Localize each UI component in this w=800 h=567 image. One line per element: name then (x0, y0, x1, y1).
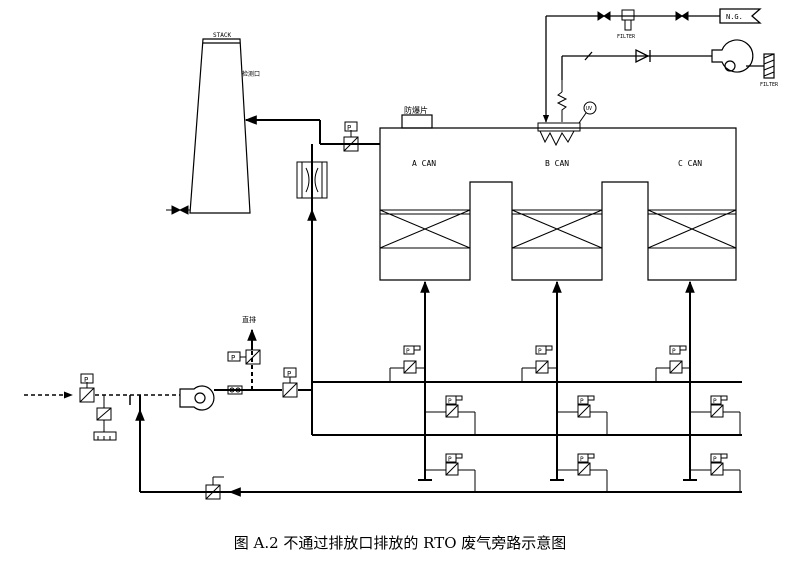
combustion-air-line (561, 48, 712, 80)
exhaust-damper (343, 121, 359, 152)
burst-disc-label: 防爆片 (404, 105, 428, 115)
media-bed-a (379, 209, 471, 249)
vent-label: 直排 (242, 315, 256, 324)
purge-valve-a (425, 453, 476, 492)
ng-valve-2 (675, 11, 689, 21)
purge-valve-b (557, 453, 608, 492)
ng-label: N.G. (726, 13, 743, 21)
media-bed-c (647, 209, 737, 249)
outlet-valve-a-p: P (448, 398, 452, 405)
outlet-valve-b-p: P (580, 398, 584, 405)
bypass-damper-p: P (287, 370, 291, 378)
can-c-label: C CAN (678, 159, 702, 168)
inlet-valve-c-p: P (672, 348, 676, 355)
inlet-damper-p: P (84, 376, 88, 384)
ng-valve-1 (597, 11, 611, 21)
vent-damper-p: P (231, 354, 235, 362)
ng-filter (621, 9, 635, 31)
return-loop (135, 395, 742, 497)
fresh-air-damper (93, 395, 117, 441)
inlet-damper (79, 373, 95, 403)
bypass-damper (282, 367, 298, 398)
return-damper (205, 476, 224, 500)
fan-outlet-line (214, 328, 312, 391)
stack-drain-valve (166, 205, 190, 215)
outlet-valve-a (425, 395, 476, 435)
stack-label: STACK (213, 32, 231, 39)
inlet-valve-b-p: P (538, 348, 542, 355)
ng-line (542, 8, 762, 123)
outlet-valve-c (690, 395, 741, 435)
can-risers (418, 280, 697, 481)
inlet-valve-c (655, 345, 690, 382)
vent-damper (227, 349, 261, 365)
rto-body (379, 114, 737, 281)
inlet-header (311, 381, 742, 436)
stack (189, 38, 251, 214)
inlet-valve-a (389, 345, 425, 382)
inlet-valve-b (521, 345, 557, 382)
figure-caption: 图 A.2 不通过排放口排放的 RTO 废气旁路示意图 (234, 534, 567, 552)
uv-label: UV (586, 106, 592, 112)
purge-valve-c (690, 453, 741, 492)
combustion-air-fan (711, 39, 775, 79)
can-a-label: A CAN (412, 159, 436, 168)
inlet-line (24, 391, 180, 405)
media-bed-b (511, 209, 603, 249)
heat-exchanger (296, 161, 328, 199)
purge-valve-a-p: P (448, 456, 452, 463)
sample-port-label: 检测口 (242, 70, 260, 78)
can-b-label: B CAN (545, 159, 569, 168)
filter-right-label: FILTER (760, 82, 779, 88)
outlet-valve-c-p: P (713, 398, 717, 405)
main-fan (179, 385, 215, 411)
purge-valve-c-p: P (713, 456, 717, 463)
burner (537, 80, 597, 147)
inlet-valve-a-p: P (406, 348, 410, 355)
exhaust-damper-p: P (347, 124, 351, 132)
filter-top-label: FILTER (617, 34, 636, 40)
outlet-valve-b (557, 395, 608, 435)
purge-valve-b-p: P (580, 456, 584, 463)
flex-connector (227, 385, 243, 395)
